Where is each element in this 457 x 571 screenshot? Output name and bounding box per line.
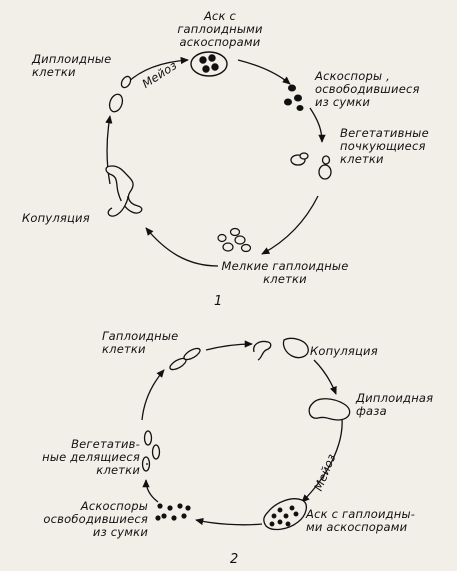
label-small-haploid-1: Мелкие гаплоидные клетки [221,259,349,286]
haploid-cells-2 [169,347,201,371]
arrow-diploid-to-ask [301,417,343,503]
small-haploid-cells-1 [217,227,252,253]
label-released-spores-2: Аскоспоры освободившиеся из сумки [43,499,148,539]
label-vegetative-2: Вегетатив- ные делящиеся клетки [42,437,140,477]
arrow-spores-to-vegetative [142,479,159,503]
label-ask-with-spores-1: Аск с гаплоидными аскоспорами [177,9,263,49]
budding-cells-1 [290,152,332,180]
arrow-copulation-to-diploid [105,115,113,185]
arrow-haploid-to-copulation [205,340,253,351]
arrow-copulation-to-diploid [313,359,337,395]
diagram1-arrows [105,56,326,267]
released-spores-2 [155,503,191,521]
label-vegetative-1: Вегетативные почкующиеся клетки [340,126,429,166]
released-spores-1 [284,84,304,111]
ask-with-spores-2 [263,498,308,531]
diagram2-number: 2 [230,552,239,567]
label-released-spores-1: Аскоспоры , освободившиеся из сумки [315,69,420,109]
label-copulation-2: Копуляция [310,344,378,358]
copulating-cells-2 [253,337,309,361]
diploid-cells-1 [108,75,132,113]
arrow-ask-to-spores [237,59,291,85]
label-diploid-phase-2: Диплоидная фаза [356,391,434,418]
diagram2-arrows [141,340,343,526]
label-copulation-1: Копуляция [22,211,90,225]
dividing-cells-2 [141,430,161,472]
arrow-small-to-copulation [145,227,219,267]
ask-with-spores-1 [190,51,228,77]
arrow-vegetative-to-haploid [141,369,165,421]
diploid-cell-2 [308,398,351,421]
label-haploid-2: Гаплоидные клетки [102,329,179,356]
copulating-cells-1 [105,165,143,217]
arrow-spores-to-vegetative [309,107,326,143]
arrow-ask-to-spores [195,518,263,526]
label-ask-with-spores-2: Аск с гаплоидны- ми аскоспорами [306,507,416,534]
arrow-vegetative-to-small [261,195,319,255]
label-diploid-1: Диплоидные клетки [32,52,112,79]
diagram1-number: 1 [214,294,223,309]
